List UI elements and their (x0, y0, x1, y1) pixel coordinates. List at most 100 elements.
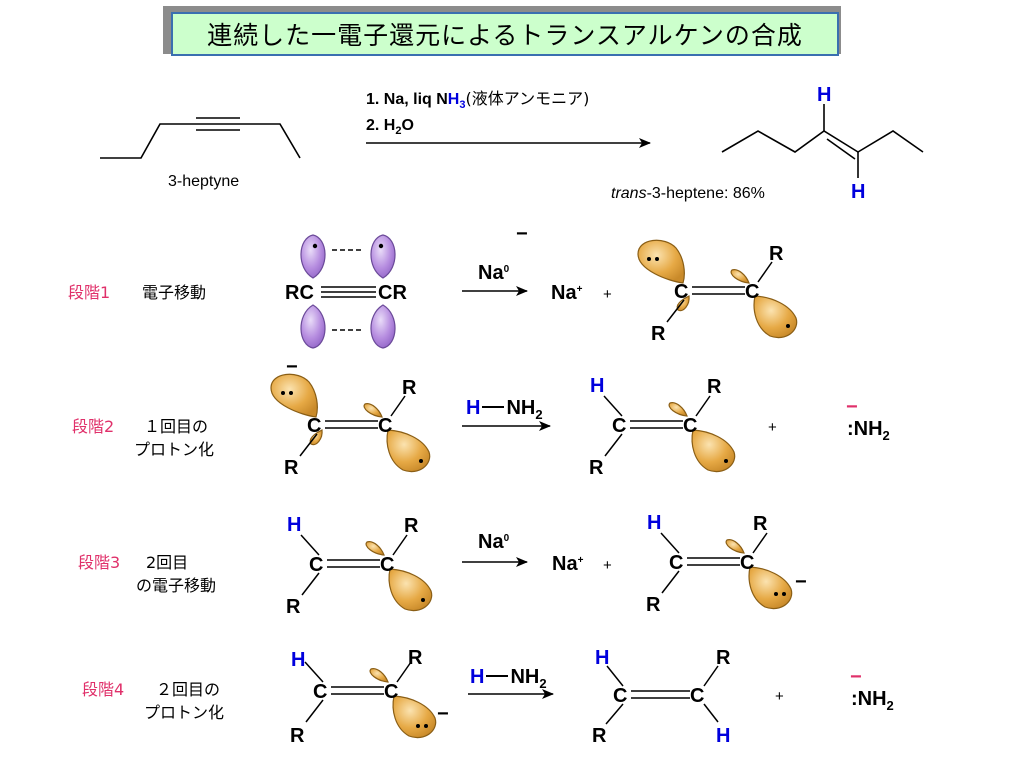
minus-sign: − (850, 666, 862, 688)
atom-h: H (590, 375, 604, 397)
step-3-desc-2: の電子移動 (136, 576, 216, 595)
product-h-bottom: H (851, 181, 865, 203)
electron-dot (786, 324, 790, 328)
atom-r: R (284, 457, 299, 479)
product-na-plus: Na+ (551, 282, 583, 304)
plus-sign: + (775, 688, 784, 705)
product-na-plus: Na+ (552, 553, 584, 575)
atom-rc: RC (285, 282, 314, 304)
atom-r: R (402, 377, 417, 399)
atom-c: C (313, 681, 327, 703)
electron-dot (419, 459, 423, 463)
step2-product-bonds (603, 395, 711, 457)
atom-r: R (408, 647, 423, 669)
step-4-desc-1: ２回目の (156, 680, 220, 699)
atom-c: C (380, 554, 394, 576)
electron-dot (312, 243, 318, 249)
atom-c: C (384, 681, 398, 703)
heptyne-structure (100, 117, 301, 159)
step-1-label: 段階1 (68, 283, 110, 302)
atom-h: H (291, 649, 305, 671)
amide-anion: :NH2 (851, 688, 894, 713)
minus-sign: − (516, 223, 528, 245)
pi-overlap-dashes (332, 249, 364, 331)
atom-c: C (745, 281, 759, 303)
plus-sign: + (603, 286, 612, 303)
atom-cr: CR (378, 282, 407, 304)
atom-r: R (404, 515, 419, 537)
atom-h: H (287, 514, 301, 536)
step1-alkyne-orbitals (300, 234, 396, 349)
atom-r: R (651, 323, 666, 345)
step2-reactant-bonds (299, 395, 406, 457)
electron-dot (421, 598, 425, 602)
step3-reactant-bonds (300, 534, 408, 596)
step-4-desc-2: プロトン化 (144, 703, 224, 722)
atom-r: R (646, 594, 661, 616)
radical-anion-orbitals (637, 239, 798, 339)
atom-r: R (589, 457, 604, 479)
step2-reactant-orbitals (270, 373, 431, 473)
plus-sign: + (768, 419, 777, 436)
step-1-desc: 電子移動 (142, 283, 206, 302)
atom-h: H (716, 725, 730, 747)
amide-anion: :NH2 (847, 418, 890, 443)
electron-dot (655, 257, 659, 261)
product-h-top: H (817, 84, 831, 106)
atom-c: C (740, 552, 754, 574)
atom-r: R (592, 725, 607, 747)
electron-dot (289, 391, 293, 395)
reagent-na0: Na0 (478, 531, 510, 553)
minus-sign: − (795, 571, 807, 593)
electron-dot (378, 243, 384, 249)
atom-r: R (707, 376, 722, 398)
heptene-structure (721, 104, 924, 178)
atom-c: C (674, 281, 688, 303)
atom-c: C (612, 415, 626, 437)
step-2-desc-2: プロトン化 (134, 440, 214, 459)
atom-r: R (753, 513, 768, 535)
reagent-na0: Na0 (478, 262, 510, 284)
electron-dot (424, 724, 428, 728)
start-compound-name: 3-heptyne (168, 173, 239, 190)
atom-c: C (309, 554, 323, 576)
step3-product-bonds (660, 532, 768, 594)
page-title: 連続した一電子還元によるトランスアルケンの合成 (171, 12, 839, 56)
electron-dot (281, 391, 285, 395)
atom-c: C (669, 552, 683, 574)
plus-sign: + (603, 557, 612, 574)
minus-sign: − (286, 356, 298, 378)
atom-h: H (647, 512, 661, 534)
electron-dot (724, 459, 728, 463)
step1-product-bonds (666, 261, 773, 323)
reagent-line-2: 2. H2O (366, 117, 414, 137)
atom-r: R (290, 725, 305, 747)
electron-dot (782, 592, 786, 596)
electron-dot (416, 724, 420, 728)
step-2-desc-1: １回目の (144, 417, 208, 436)
reagent-line-1: 1. Na, liq NH3(液体アンモニア) (366, 89, 589, 111)
minus-sign: − (437, 703, 449, 725)
atom-c: C (307, 415, 321, 437)
step-3-desc-1: 2回目 (146, 553, 188, 572)
step4-reactant-bonds (304, 661, 412, 723)
electron-dot (774, 592, 778, 596)
step-4-label: 段階4 (82, 680, 124, 699)
triple-bond (321, 286, 376, 298)
step-2-label: 段階2 (72, 417, 114, 436)
step4-product-bonds (605, 665, 719, 725)
atom-r: R (716, 647, 731, 669)
step3-product-orbitals (725, 539, 793, 610)
atom-r: R (769, 243, 784, 265)
electron-dot (647, 257, 651, 261)
minus-sign: − (846, 396, 858, 418)
atom-c: C (690, 685, 704, 707)
atom-c: C (683, 415, 697, 437)
atom-h: H (595, 647, 609, 669)
atom-c: C (613, 685, 627, 707)
atom-c: C (378, 415, 392, 437)
atom-r: R (286, 596, 301, 618)
step-3-label: 段階3 (78, 553, 120, 572)
